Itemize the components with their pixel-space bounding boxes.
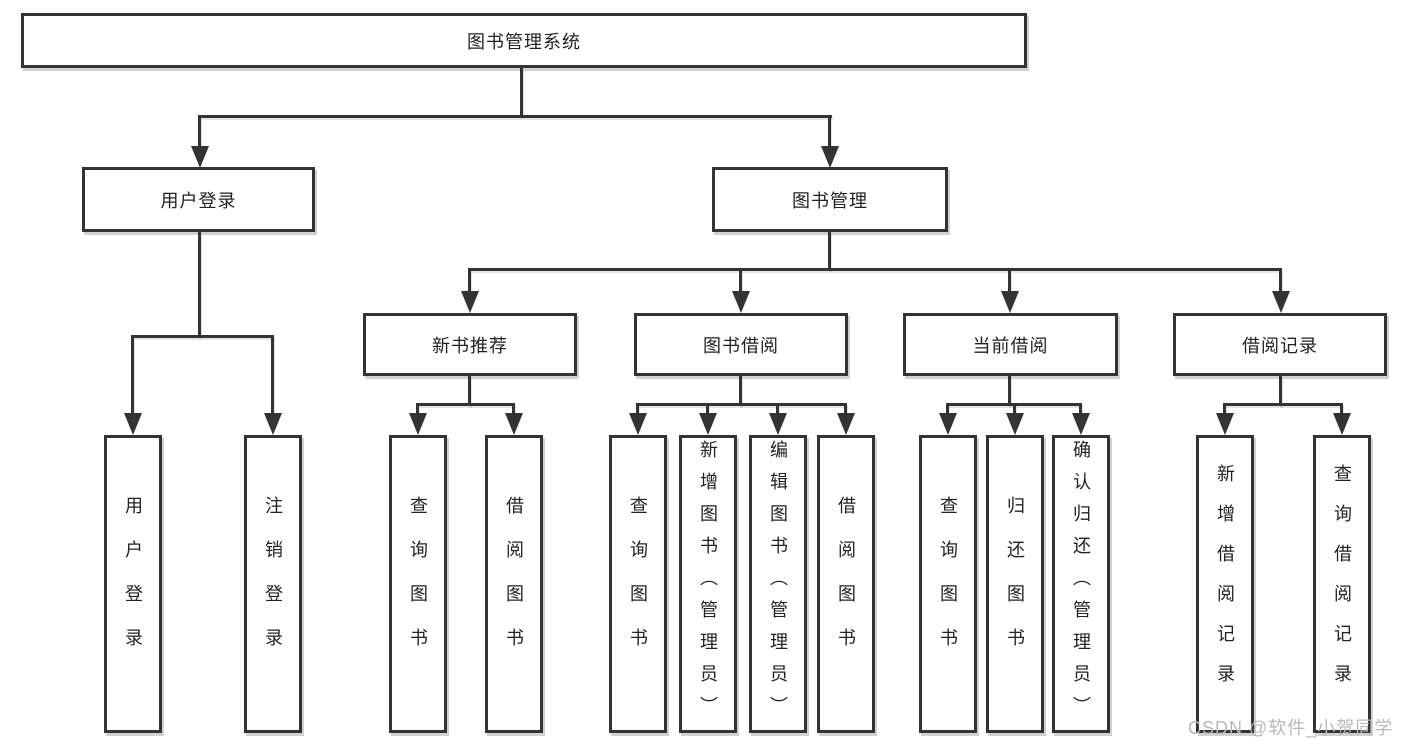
arrowhead-icon [461,291,479,313]
node-label: 借阅记录 [1242,335,1318,356]
leaf-logout: 注销登录 [244,435,302,733]
node-label: 图书管理系统 [467,31,581,52]
arrowhead-icon [1216,413,1234,435]
leaf-label: 新增借阅记录 [1215,464,1235,704]
connector-line [1008,376,1011,406]
csdn-watermark: CSDN @软件_小贺同学 [1188,718,1394,738]
node-label: 新书推荐 [432,335,508,356]
connector-line [468,268,1282,271]
leaf-label: 借阅图书 [504,496,524,672]
node-book-management: 图书管理 [712,167,948,232]
node-borrowing-records: 借阅记录 [1173,313,1387,376]
connector-line [1008,270,1011,292]
leaf-label: 注销登录 [263,496,283,672]
node-label: 用户登录 [160,190,237,211]
node-label: 图书借阅 [703,335,779,356]
leaf-label: 借阅图书 [836,496,856,672]
node-book-borrowing: 图书借阅 [634,313,848,376]
connector-line [131,337,134,414]
leaf-query-books-recommend: 查询图书 [389,435,447,733]
connector-line [828,232,831,270]
leaf-label: 归还图书 [1005,496,1025,672]
connector-line [198,115,832,118]
arrowhead-icon [939,413,957,435]
connector-line [1013,405,1016,415]
arrowhead-icon [769,413,787,435]
arrowhead-icon [629,413,647,435]
leaf-label: 查询图书 [628,496,648,672]
connector-line [1223,405,1226,415]
arrowhead-icon [1272,291,1290,313]
leaf-query-books-current: 查询图书 [919,435,977,733]
node-root-library-system: 图书管理系统 [21,13,1027,68]
connector-line [706,405,709,415]
connector-line [468,270,471,292]
leaf-label: 用户登录 [123,496,143,672]
connector-line [636,405,639,415]
arrowhead-icon [732,291,750,313]
arrowhead-icon [1072,413,1090,435]
arrowhead-icon [1006,413,1024,435]
leaf-label: 查询图书 [938,496,958,672]
leaf-label: 查询图书 [408,496,428,672]
arrowhead-icon [409,413,427,435]
leaf-label: 确认归还（管理员） [1071,440,1091,728]
connector-line [776,405,779,415]
connector-line [1079,405,1082,415]
leaf-query-borrow-record: 查询借阅记录 [1313,435,1371,733]
connector-line [1340,405,1343,415]
connector-line [416,405,419,415]
connector-line [1279,376,1282,406]
leaf-add-book-admin: 新增图书（管理员） [679,435,737,733]
leaf-label: 新增图书（管理员） [698,440,718,728]
leaf-return-books: 归还图书 [986,435,1044,733]
node-user-login-group: 用户登录 [82,167,315,232]
leaf-query-books-borrowing: 查询图书 [609,435,667,733]
arrowhead-icon [699,413,717,435]
node-new-book-recommend: 新书推荐 [363,313,577,376]
arrowhead-icon [1333,413,1351,435]
connector-line [946,403,1082,406]
connector-line [739,376,742,406]
connector-line [198,117,201,147]
connector-line [131,335,274,338]
leaf-add-borrow-record: 新增借阅记录 [1196,435,1254,733]
arrowhead-icon [191,146,209,168]
connector-line [1223,403,1343,406]
connector-line [1279,270,1282,292]
connector-line [828,117,831,147]
arrowhead-icon [1001,291,1019,313]
leaf-user-login: 用户登录 [104,435,162,733]
connector-line [739,270,742,292]
connector-line [468,376,471,406]
leaf-borrow-books-recommend: 借阅图书 [485,435,543,733]
leaf-label: 查询借阅记录 [1332,464,1352,704]
connector-line [271,337,274,414]
connector-line [844,405,847,415]
connector-line [416,403,515,406]
arrowhead-icon [264,413,282,435]
node-label: 当前借阅 [972,335,1049,356]
arrowhead-icon [821,146,839,168]
connector-line [520,68,523,117]
leaf-confirm-return-admin: 确认归还（管理员） [1052,435,1110,733]
arrowhead-icon [505,413,523,435]
connector-line [636,403,847,406]
connector-line [512,405,515,415]
leaf-edit-book-admin: 编辑图书（管理员） [749,435,807,733]
node-label: 图书管理 [792,190,868,211]
arrowhead-icon [124,413,142,435]
node-current-borrowing: 当前借阅 [903,313,1118,376]
leaf-label: 编辑图书（管理员） [768,440,788,728]
arrowhead-icon [837,413,855,435]
leaf-borrow-books-borrowing: 借阅图书 [817,435,875,733]
connector-line [946,405,949,415]
connector-line [198,232,201,337]
